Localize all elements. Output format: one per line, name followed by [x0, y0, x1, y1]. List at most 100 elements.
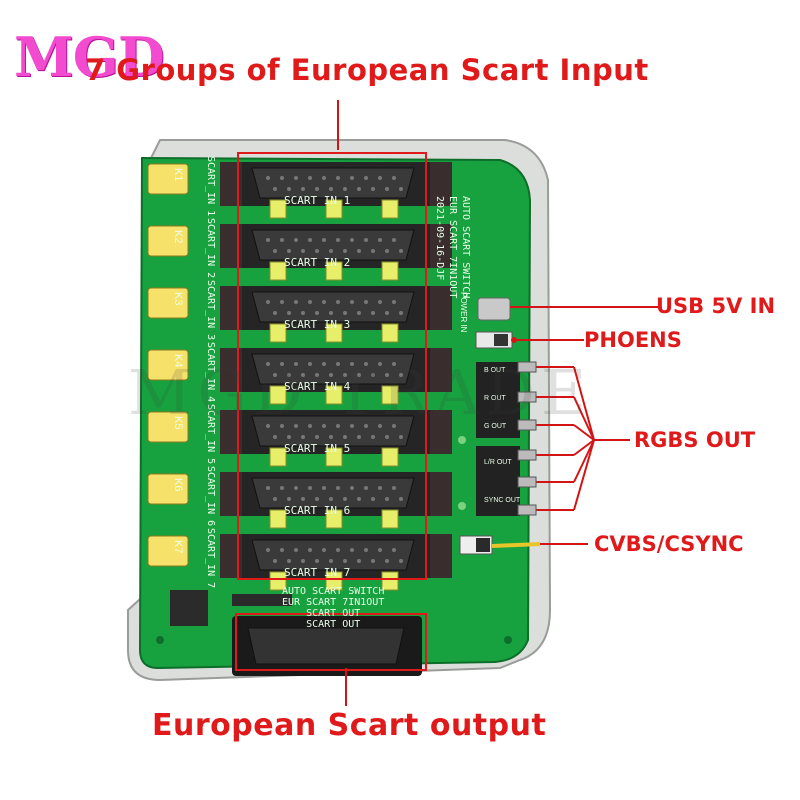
- scart-pin: [392, 238, 396, 242]
- scart-pin: [371, 249, 375, 253]
- scart-mount-left: [220, 410, 242, 454]
- scart-pin: [315, 249, 319, 253]
- scart-pin: [322, 176, 326, 180]
- output-silkscreen: AUTO SCART SWITCH EUR SCART 7IN1OUT SCAR…: [282, 586, 384, 630]
- scart-pin: [329, 497, 333, 501]
- rca-label: L/R OUT: [484, 459, 512, 466]
- scart-pin: [371, 559, 375, 563]
- key-label: K1: [172, 168, 184, 182]
- scart-pin: [357, 249, 361, 253]
- scart-pin: [378, 238, 382, 242]
- scart-pin: [294, 176, 298, 180]
- scart-pin: [385, 497, 389, 501]
- scart-mount-right: [430, 472, 452, 516]
- scart-pin: [308, 362, 312, 366]
- scart-pin: [287, 187, 291, 191]
- scart-pin: [350, 548, 354, 552]
- scart-pin: [364, 176, 368, 180]
- scart-pin: [322, 362, 326, 366]
- scart-mount-left: [220, 472, 242, 516]
- scart-input-label: SCART IN 5: [284, 442, 351, 455]
- rca-labels: B OUT R OUT G OUT L/R OUT SYNC OUT: [484, 366, 520, 506]
- scart-pin: [357, 311, 361, 315]
- scart-pin: [315, 311, 319, 315]
- input-group-highlight: [237, 152, 427, 580]
- scart-input-side-label: SCART_IN 1: [205, 156, 216, 217]
- scart-pin: [266, 486, 270, 490]
- capacitor: [381, 261, 399, 281]
- key-label: K3: [172, 292, 184, 306]
- capacitor: [269, 323, 287, 343]
- scart-pin: [280, 176, 284, 180]
- scart-pin: [371, 311, 375, 315]
- callout-scart-input: 7 Groups of European Scart Input: [85, 53, 649, 87]
- scart-pin: [336, 176, 340, 180]
- scart-pin: [308, 238, 312, 242]
- board-silkscreen-right: AUTO SCART SWITCH EUR SCART 7IN1OUT 2021…: [433, 196, 472, 298]
- callout-scart-output: European Scart output: [152, 708, 547, 743]
- scart-pin: [385, 311, 389, 315]
- scart-pin: [378, 362, 382, 366]
- mounting-hole: [458, 502, 466, 510]
- scart-pin: [322, 424, 326, 428]
- capacitor: [269, 447, 287, 467]
- capacitor: [269, 385, 287, 405]
- scart-input-side-label: SCART_IN 7: [205, 528, 216, 589]
- scart-pin: [287, 435, 291, 439]
- capacitor: [325, 385, 343, 405]
- silk-line: SCART OUT: [306, 619, 361, 630]
- scart-pin: [329, 559, 333, 563]
- scart-pin: [392, 548, 396, 552]
- rca-label: B OUT: [484, 367, 506, 374]
- scart-pin: [329, 187, 333, 191]
- scart-input-side-label: SCART_IN 3: [205, 280, 216, 341]
- scart-pin: [329, 373, 333, 377]
- capacitor: [325, 261, 343, 281]
- scart-pin: [357, 373, 361, 377]
- scart-output-face: [247, 627, 405, 665]
- scart-pin: [343, 435, 347, 439]
- scart-mount-right: [430, 286, 452, 330]
- scart-pin: [287, 559, 291, 563]
- key-label: K2: [172, 230, 184, 244]
- scart-pin: [350, 486, 354, 490]
- scart-input-label: SCART IN 7: [284, 566, 351, 579]
- scart-pin: [301, 435, 305, 439]
- scart-pin: [294, 424, 298, 428]
- scart-pin: [336, 238, 340, 242]
- scart-input-label: SCART IN 3: [284, 318, 351, 331]
- silk-line: AUTO SCART SWITCH: [460, 196, 471, 299]
- scart-pin: [343, 497, 347, 501]
- scart-pin: [378, 176, 382, 180]
- scart-pin: [357, 559, 361, 563]
- scart-pin: [364, 238, 368, 242]
- scart-pin: [399, 311, 403, 315]
- scart-pin: [343, 373, 347, 377]
- capacitor: [325, 199, 343, 219]
- scart-pin: [308, 300, 312, 304]
- scart-pin: [350, 362, 354, 366]
- key-switch: [147, 535, 189, 567]
- scart-pin: [308, 176, 312, 180]
- scart-pin: [280, 300, 284, 304]
- scart-mount-left: [220, 534, 242, 578]
- scart-pin: [273, 249, 277, 253]
- scart-input-label: SCART IN 4: [284, 380, 351, 393]
- scart-pin: [378, 548, 382, 552]
- scart-input-label: SCART IN 2: [284, 256, 351, 269]
- scart-pin: [343, 559, 347, 563]
- scart-pin: [280, 486, 284, 490]
- scart-pin: [399, 187, 403, 191]
- scart-pin: [308, 486, 312, 490]
- phoens-callout-dot: [511, 337, 517, 343]
- key-switch: [147, 287, 189, 319]
- scart-pin: [266, 424, 270, 428]
- mounting-hole: [504, 636, 512, 644]
- scart-input-label: SCART IN 6: [284, 504, 351, 517]
- capacitor: [325, 509, 343, 529]
- scart-pin: [301, 187, 305, 191]
- scart-pin: [280, 238, 284, 242]
- mounting-hole: [156, 636, 164, 644]
- scart-pin: [287, 373, 291, 377]
